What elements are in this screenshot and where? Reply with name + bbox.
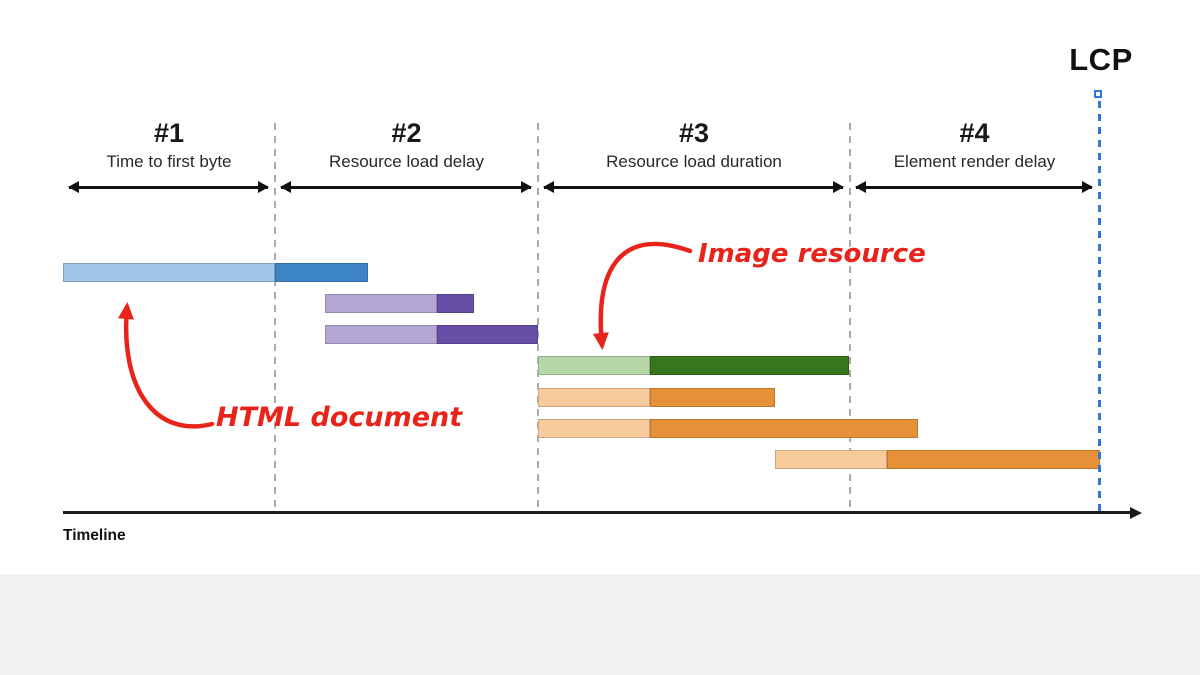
image-resource-annotation: Image resource	[698, 239, 926, 269]
bar-segment-dark	[275, 263, 368, 282]
phase-extent-arrow-icon	[855, 181, 1093, 192]
bar-segment-light	[538, 356, 650, 375]
bar-segment-light	[325, 325, 437, 344]
phase-separator-line	[849, 123, 851, 512]
phase-label: Resource load duration	[606, 152, 782, 171]
lcp-marker-icon	[1094, 90, 1102, 98]
bar-stylesheet	[325, 294, 474, 313]
bar-segment-dark	[650, 388, 775, 407]
bar-document	[63, 263, 368, 282]
phase-extent-arrow-icon	[280, 181, 532, 192]
bar-script	[538, 419, 918, 438]
bar-segment-light	[538, 388, 650, 407]
phase-separator-line	[537, 123, 539, 512]
phase-extent-arrow-icon	[543, 181, 844, 192]
phase-number: #2	[391, 118, 422, 148]
lcp-title: LCP	[1069, 42, 1133, 77]
lcp-time-dashed-line	[1097, 101, 1101, 512]
bar-segment-dark	[887, 450, 1100, 469]
phase-separator-line	[274, 123, 276, 512]
bar-script	[775, 450, 1100, 469]
phase-number: #4	[959, 118, 990, 148]
bar-stylesheet	[325, 325, 538, 344]
bar-segment-light	[325, 294, 437, 313]
phase-number: #3	[678, 118, 710, 148]
phase-number: #1	[153, 118, 185, 148]
html-document-annotation: HTML document	[216, 402, 463, 433]
timeline-axis	[63, 511, 1133, 514]
bar-segment-light	[538, 419, 650, 438]
bar-segment-dark	[437, 294, 474, 313]
html-document-arrow-icon	[118, 302, 215, 429]
phase-label: Element render delay	[893, 152, 1056, 171]
phase-extent-arrow-icon	[68, 181, 269, 192]
bar-segment-light	[63, 263, 275, 282]
phase-label: Time to first byte	[106, 152, 232, 171]
bar-image	[538, 356, 849, 375]
bar-segment-dark	[650, 356, 849, 375]
timeline-axis-label: Timeline	[63, 527, 126, 544]
image-resource-arrow-icon	[592, 241, 693, 350]
phase-label: Resource load delay	[329, 152, 484, 171]
bar-script	[538, 388, 775, 407]
legend-band: DocumentStylesheetScriptImage	[0, 574, 1200, 675]
bar-segment-dark	[437, 325, 538, 344]
bar-segment-dark	[650, 419, 918, 438]
timeline-axis-arrowhead-icon	[1130, 506, 1142, 519]
bar-segment-light	[775, 450, 887, 469]
